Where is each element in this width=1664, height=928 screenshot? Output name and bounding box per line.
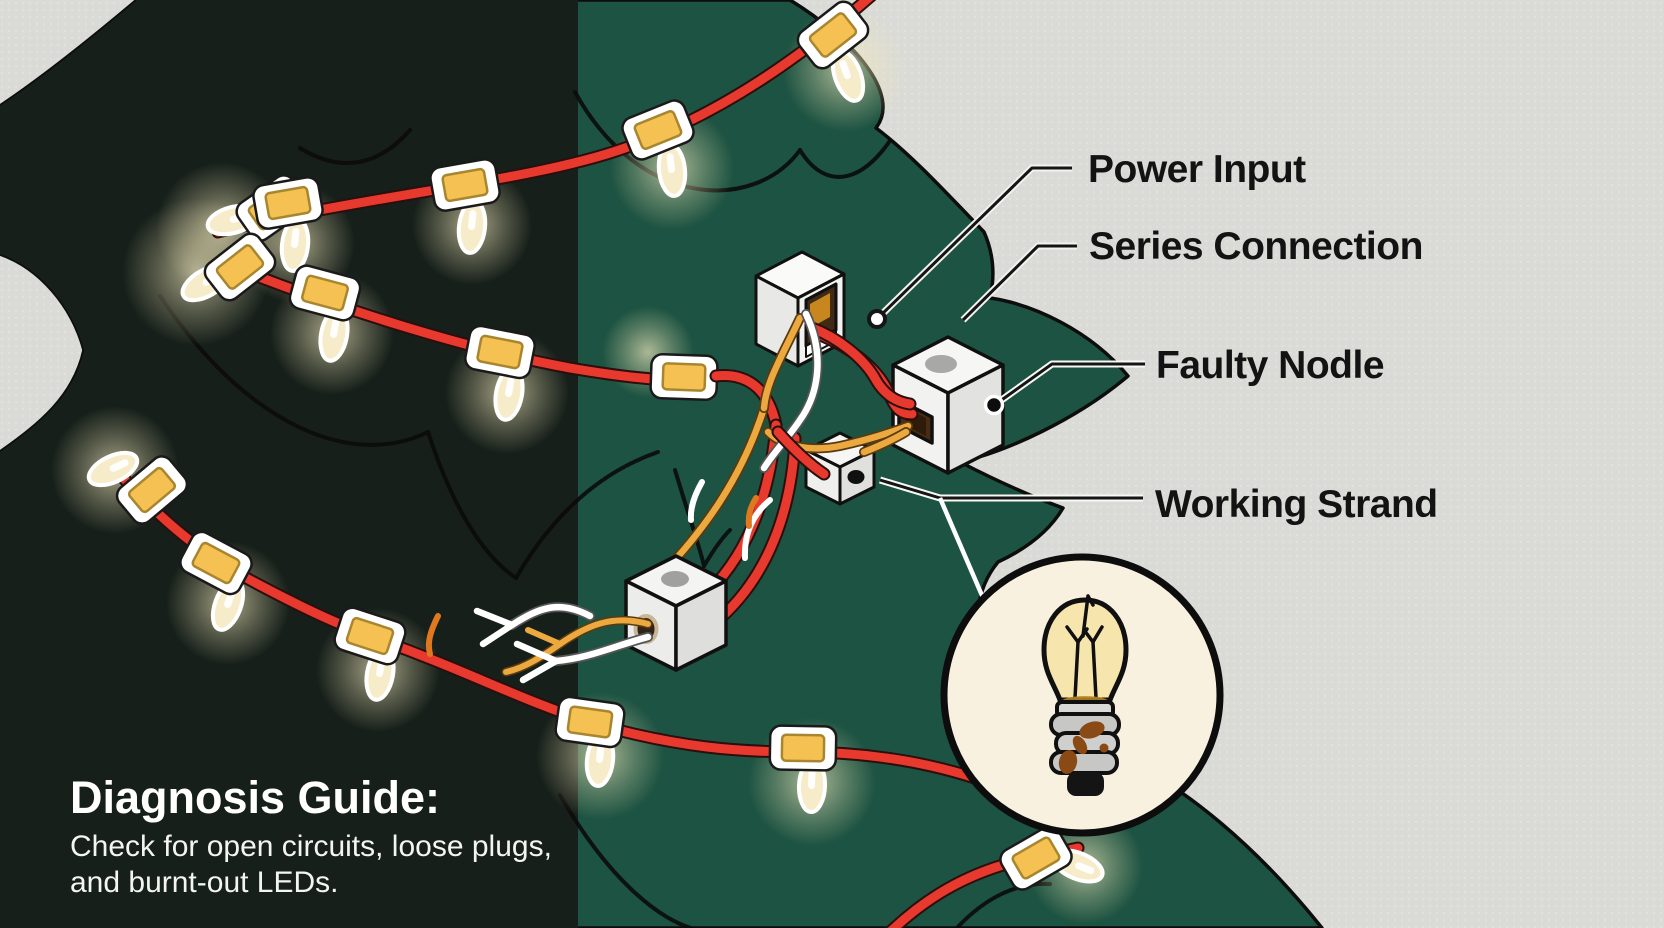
callout-leaders	[867, 164, 1145, 615]
circle-marker-icon	[867, 309, 887, 329]
rust-spots	[1058, 721, 1109, 774]
broken-node-cube	[624, 554, 728, 672]
diagnosis-guide-line1: Check for open circuits, loose plugs,	[70, 830, 552, 863]
burnt-bulb-inset	[940, 553, 1224, 837]
junction-wires	[759, 309, 919, 481]
light-socket	[649, 352, 719, 402]
light-strand-bottom	[81, 444, 982, 812]
working-strand-connector	[804, 431, 876, 506]
light-socket	[768, 724, 838, 772]
frayed-wires	[425, 479, 773, 684]
tree-branch-lines	[158, 90, 1052, 928]
label-series-connection: Series Connection	[1089, 225, 1423, 268]
light-strand-top	[202, 0, 877, 275]
leader-power-input	[876, 166, 1072, 320]
label-working-strand: Working Strand	[1155, 483, 1438, 526]
callout-labels: Power Input Series Connection Faulty Nod…	[1088, 148, 1438, 526]
inset-connector-line	[937, 497, 993, 615]
leader-faulty-node	[995, 362, 1145, 406]
burnt-bulb-icon	[1041, 594, 1129, 796]
light-strand-hook	[884, 821, 1109, 928]
dot-marker-icon	[983, 394, 1005, 416]
faulty-node-cube	[891, 335, 1005, 475]
light-socket	[553, 694, 627, 750]
diagnosis-guide-line2: and burnt-out LEDs.	[70, 866, 339, 899]
power-input-box	[754, 250, 846, 368]
label-faulty-node: Faulty Nodle	[1156, 344, 1384, 387]
leader-series-connection	[961, 244, 1077, 322]
diagnosis-guide-heading: Diagnosis Guide:	[70, 772, 440, 823]
diagnosis-guide: Diagnosis Guide: Check for open circuits…	[70, 772, 552, 899]
label-power-input: Power Input	[1088, 148, 1306, 191]
light-strand-middle	[174, 228, 723, 424]
